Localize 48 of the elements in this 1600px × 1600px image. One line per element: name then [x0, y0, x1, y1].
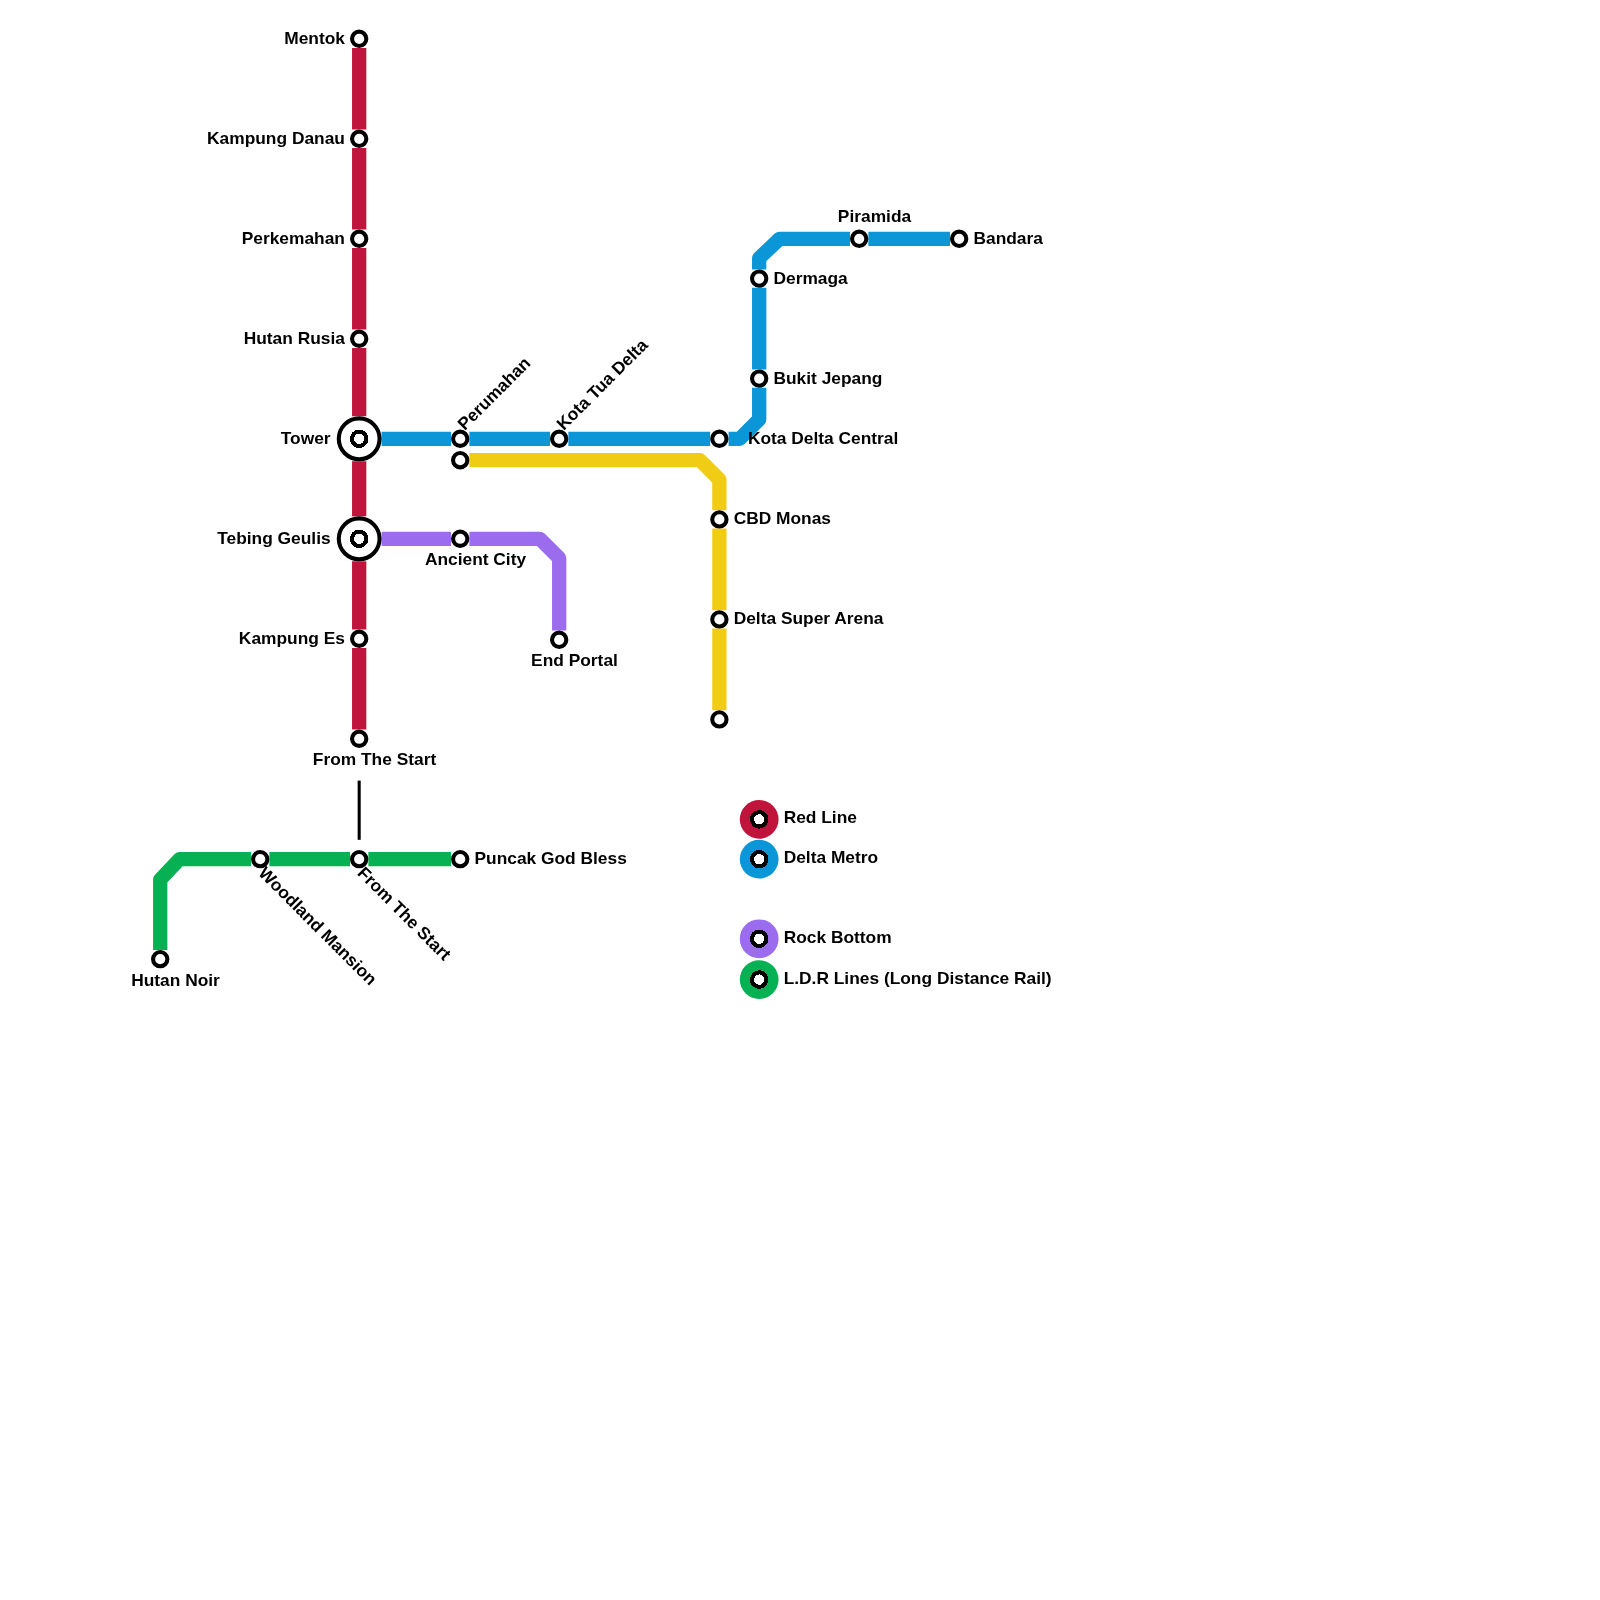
station-label: From The Start: [312, 750, 437, 771]
station-label: Ancient City: [424, 550, 527, 571]
station-label: CBD Monas: [733, 509, 831, 530]
route-line: [352, 461, 367, 517]
station-label: Kampung Danau: [207, 128, 345, 149]
legend-label: L.D.R Lines (Long Distance Rail): [783, 968, 1052, 989]
station-label: Bukit Jepang: [773, 368, 883, 389]
route-line: [352, 147, 367, 230]
station-label: Perkemahan: [241, 228, 345, 249]
station-label: Kota Delta Central: [747, 428, 899, 449]
station-marker: [451, 451, 470, 470]
route-line: [381, 531, 451, 546]
route-line: [352, 647, 367, 730]
station-label: End Portal: [531, 651, 618, 672]
route-line: [469, 453, 727, 511]
route-line: [269, 852, 350, 867]
legend-label: Delta Metro: [783, 847, 879, 869]
route-line: [352, 347, 367, 417]
route-line: [469, 431, 550, 446]
route-line: [868, 231, 950, 246]
route-line: [712, 528, 727, 611]
route-line: [352, 247, 367, 330]
route-line: [752, 231, 850, 270]
station-label: Piramida: [837, 207, 912, 228]
station-label: Bandara: [973, 228, 1043, 249]
route-line: [728, 387, 767, 446]
station-label: Tower: [280, 428, 331, 449]
route-line: [381, 431, 451, 446]
station-label: Kampung Es: [238, 628, 345, 649]
route-line: [469, 531, 567, 631]
route-line: [352, 47, 367, 130]
route-line: [568, 431, 711, 446]
route-line: [368, 852, 451, 867]
station-label: Mentok: [284, 28, 345, 49]
station-label: Hutan Rusia: [243, 328, 345, 349]
station-marker: [710, 710, 729, 729]
route-line: [712, 628, 727, 711]
route-line: [352, 561, 367, 630]
route-line: [153, 852, 251, 950]
station-label: Hutan Noir: [131, 970, 220, 991]
legend-label: Red Line: [783, 808, 857, 829]
route-line: [357, 780, 361, 840]
station-label: Delta Super Arena: [733, 609, 884, 630]
route-line: [752, 287, 767, 370]
legend-label: Rock Bottom: [783, 927, 892, 948]
station-label: Puncak God Bless: [474, 848, 627, 870]
station-label: Dermaga: [773, 268, 848, 289]
station-label: Tebing Geulis: [217, 528, 331, 549]
